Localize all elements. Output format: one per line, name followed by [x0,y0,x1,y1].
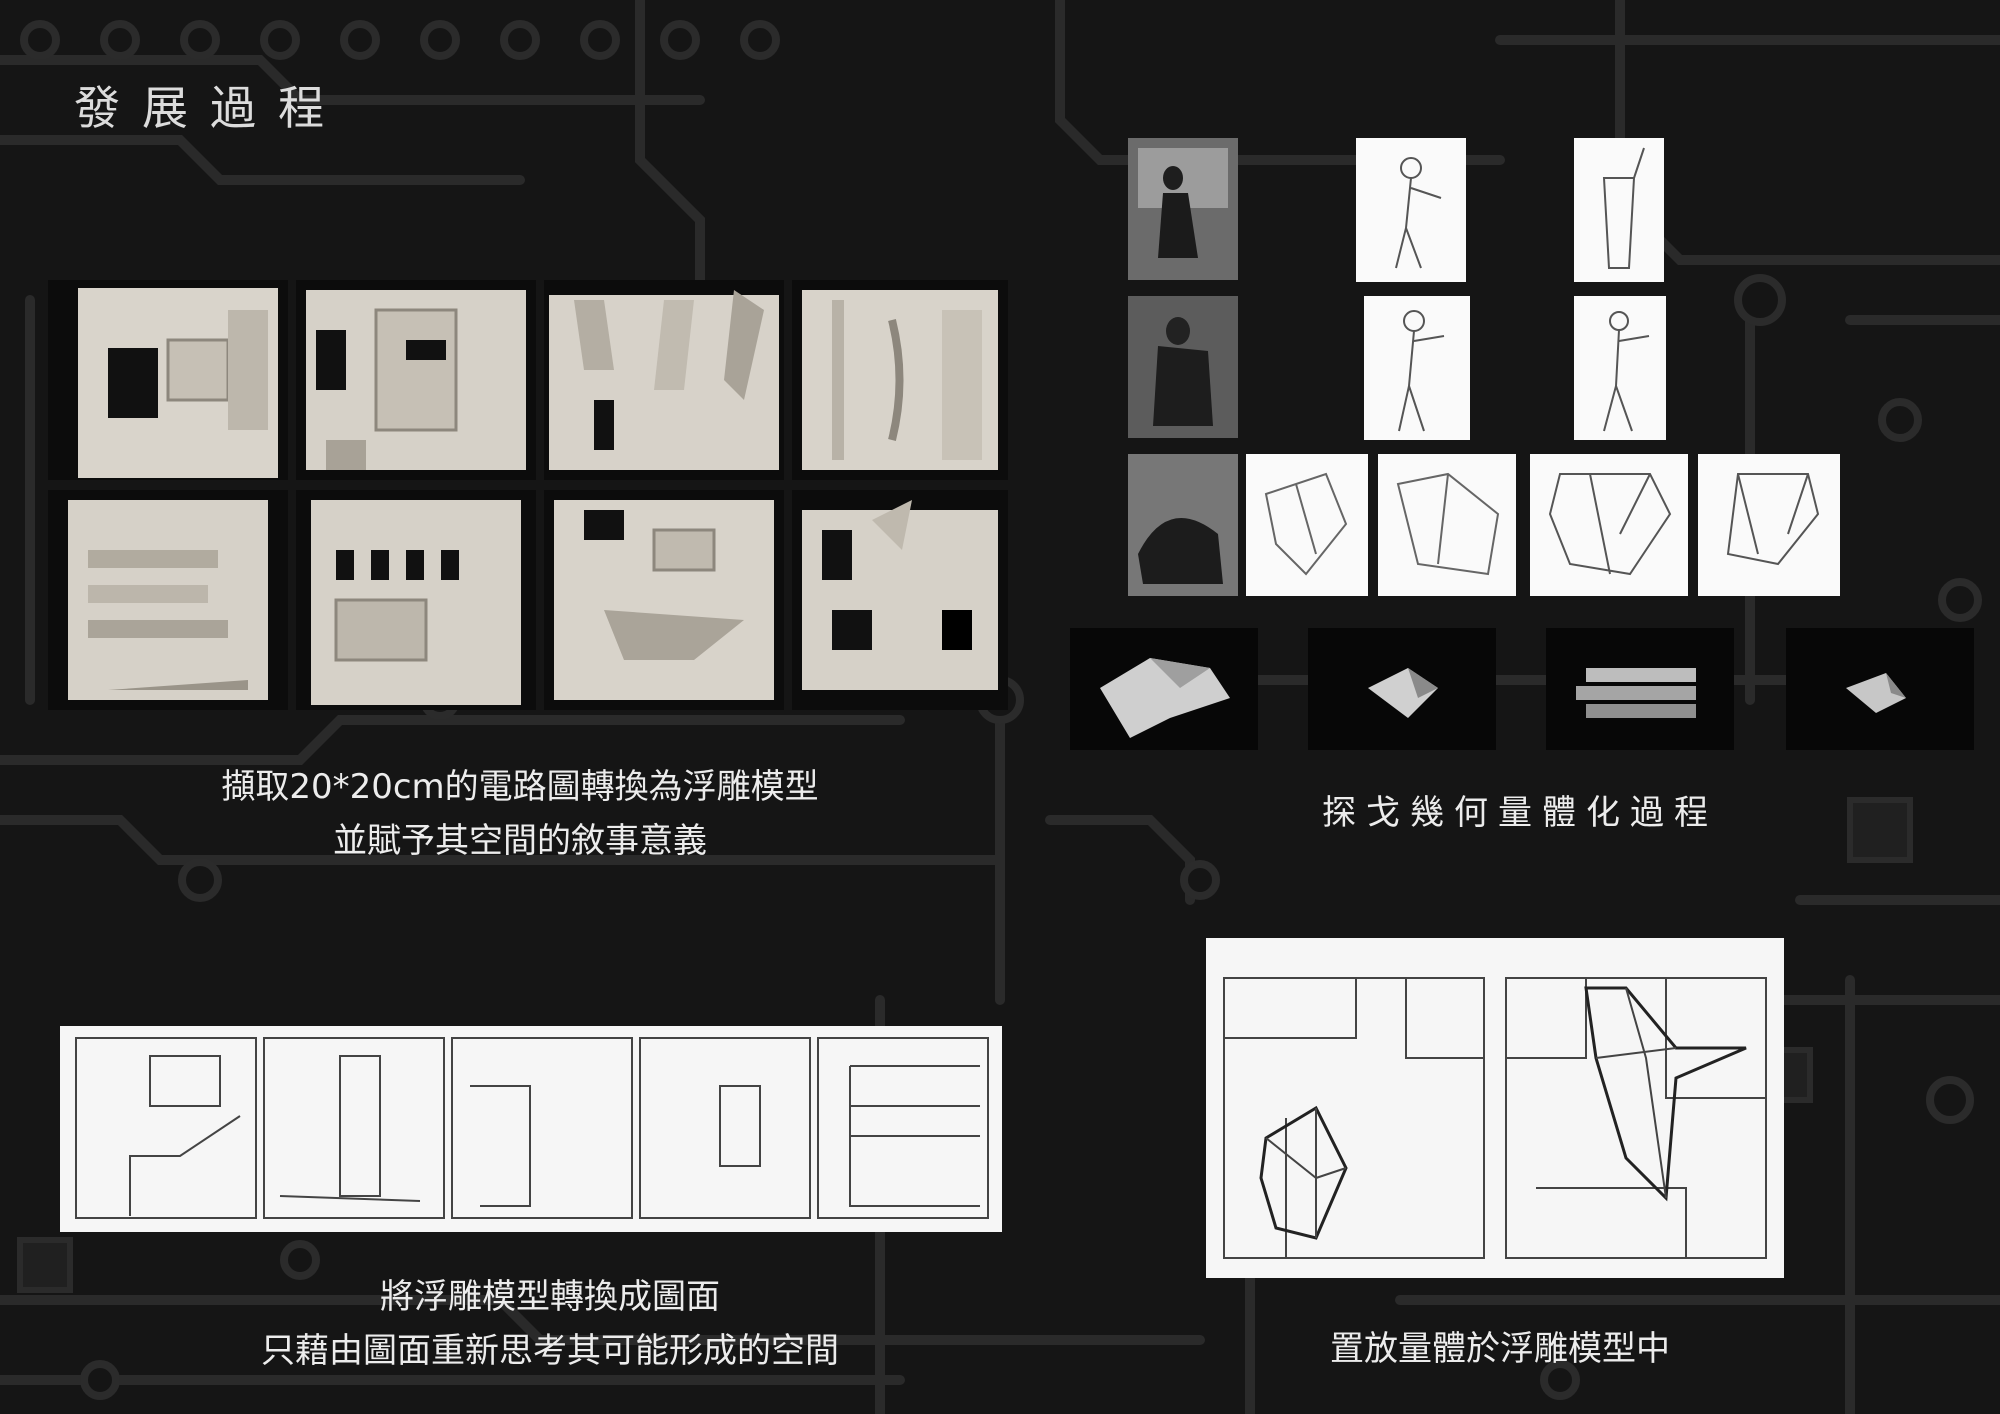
relief-caption: 擷取20*20cm的電路圖轉換為浮雕模型 並賦予其空間的敘事意義 [140,760,900,868]
figure-sketch [1574,296,1666,440]
relief-model [544,490,784,710]
figure-sketch [1574,138,1664,282]
mass-model [1786,628,1974,750]
placement-caption: 置放量體於浮雕模型中 [1330,1329,1670,1369]
mass-model [1546,628,1734,750]
figure-sketch [1356,138,1466,282]
figure-sketch [1364,296,1470,440]
relief-model [48,280,288,480]
mass-model [1070,628,1258,750]
relief-model [296,280,536,480]
relief-model [296,490,536,710]
relief-model [792,280,1008,480]
dance-photo [1128,138,1238,280]
plan-drawing [75,1037,257,1219]
relief-caption-line1: 擷取20*20cm的電路圖轉換為浮雕模型 [221,767,819,807]
geometry-sketch [1378,454,1516,596]
relief-caption-line2: 並賦予其空間的敘事意義 [333,821,707,861]
drawing-caption: 將浮雕模型轉換成圖面 只藉由圖面重新思考其可能形成的空間 [180,1270,920,1378]
page-title: 發展過程 [74,81,346,135]
plan-drawing [451,1037,633,1219]
geometry-sketch [1246,454,1368,596]
tango-caption: 探戈幾何量體化過程 [1322,793,1718,833]
drawing-caption-line1: 將浮雕模型轉換成圖面 [380,1277,720,1317]
geometry-sketch [1530,454,1688,596]
geometry-sketch [1698,454,1840,596]
relief-model [544,280,784,480]
mass-model [1308,628,1496,750]
relief-model [48,490,288,710]
plan-drawing [639,1037,811,1219]
plan-drawings-strip [60,1026,1002,1232]
dance-photo [1128,454,1238,596]
plan-drawing [263,1037,445,1219]
mass-placement-drawing [1206,938,1784,1278]
plan-drawing [817,1037,989,1219]
drawing-caption-line2: 只藉由圖面重新思考其可能形成的空間 [261,1331,839,1371]
relief-models-panel [48,280,1008,730]
dance-photo [1128,296,1238,438]
relief-model [792,490,1008,710]
